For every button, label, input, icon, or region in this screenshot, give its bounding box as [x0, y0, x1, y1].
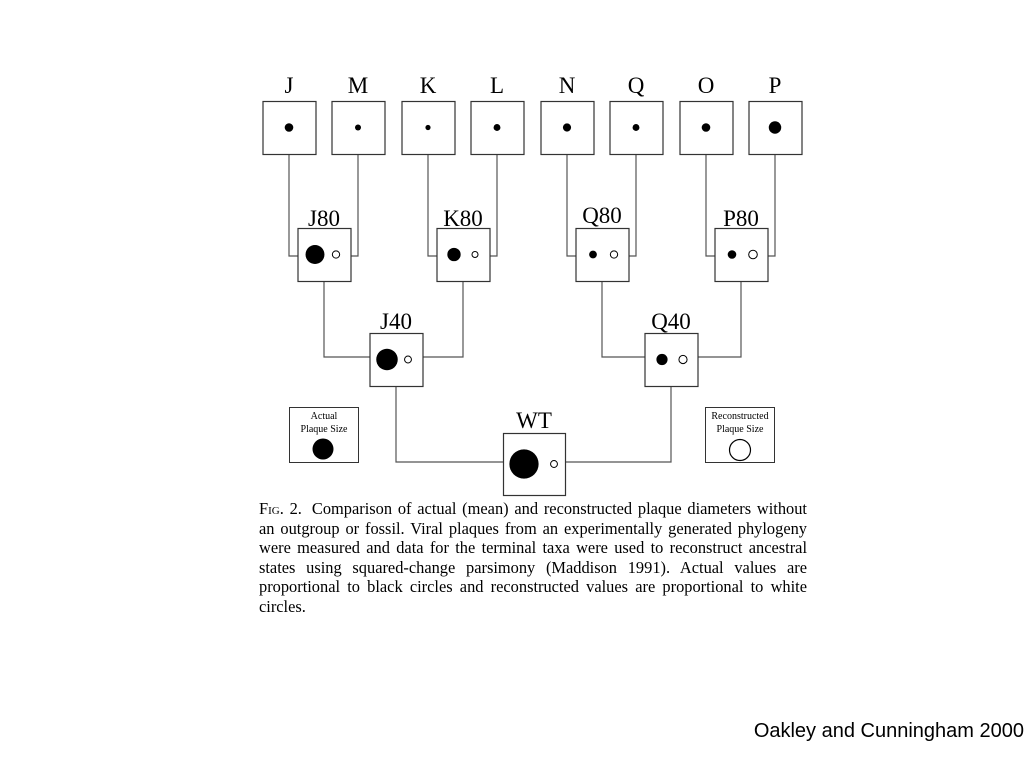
actual-plaque-circle	[425, 124, 431, 131]
node-label-q80: Q80	[582, 203, 622, 228]
node-label-q40: Q40	[651, 309, 691, 334]
actual-plaque-circle	[493, 124, 501, 131]
branch-line	[350, 154, 359, 257]
branch-line	[427, 154, 437, 257]
legend-reconstructed: Reconstructed Plaque Size	[705, 407, 775, 463]
branch-line	[288, 154, 298, 257]
actual-plaque-circle	[305, 245, 325, 264]
terminal-node-o: O	[679, 73, 734, 156]
reconstructed-plaque-circle	[609, 250, 619, 259]
branch-line	[601, 281, 645, 358]
terminal-node-k: K	[401, 73, 456, 156]
ancestral-node-p80: P80	[714, 206, 769, 283]
terminal-label-p: P	[769, 73, 782, 98]
figure-caption: Fig. 2.Comparison of actual (mean) and r…	[259, 499, 807, 616]
terminal-label-n: N	[559, 73, 576, 98]
node-box	[436, 227, 491, 283]
legend-reconstructed-line2: Plaque Size	[717, 424, 764, 435]
actual-plaque-circle	[727, 250, 737, 259]
reconstructed-plaque-circle	[331, 250, 341, 259]
terminal-label-j: J	[285, 73, 294, 98]
branch-line	[489, 154, 498, 257]
actual-plaque-circle	[656, 353, 668, 366]
actual-plaque-circle	[562, 123, 572, 132]
branch-line	[395, 386, 503, 463]
terminal-label-m: M	[348, 73, 368, 98]
actual-plaque-circle	[284, 123, 294, 132]
branch-line	[422, 281, 464, 358]
legend-actual-circle	[312, 438, 334, 460]
citation-credit: Oakley and Cunningham 2000	[753, 720, 1024, 742]
branch-line	[566, 154, 576, 257]
terminal-label-q: Q	[628, 73, 645, 98]
node-box	[714, 227, 769, 283]
node-label-wt: WT	[516, 408, 552, 433]
terminal-node-p: P	[748, 73, 803, 156]
reconstructed-plaque-circle	[678, 354, 688, 365]
terminal-label-l: L	[490, 73, 504, 98]
node-label-k80: K80	[443, 206, 483, 231]
actual-plaque-circle	[632, 124, 640, 131]
node-label-j40: J40	[380, 309, 412, 334]
ancestral-node-wt: WT	[502, 408, 567, 497]
ancestral-node-j40: J40	[369, 309, 424, 388]
node-box	[644, 332, 699, 388]
actual-plaque-circle	[589, 250, 597, 259]
reconstructed-plaque-circle	[748, 249, 758, 260]
branch-line	[697, 281, 742, 358]
actual-plaque-circle	[768, 121, 782, 134]
actual-plaque-circle	[447, 247, 461, 262]
ancestral-node-j80: J80	[297, 206, 352, 283]
actual-plaque-circle	[376, 348, 398, 371]
reconstructed-plaque-circle	[404, 355, 412, 364]
ancestral-node-q40: Q40	[644, 309, 699, 388]
terminal-node-m: M	[331, 73, 386, 156]
terminal-node-l: L	[470, 73, 525, 156]
actual-plaque-circle	[509, 449, 539, 479]
actual-plaque-circle	[701, 123, 711, 132]
node-label-j80: J80	[308, 206, 340, 231]
branch-line	[323, 281, 370, 358]
legend-actual: Actual Plaque Size	[289, 407, 359, 463]
terminal-label-o: O	[698, 73, 715, 98]
ancestral-node-q80: Q80	[575, 203, 630, 283]
legend-actual-line1: Actual	[311, 411, 338, 422]
actual-plaque-circle	[354, 124, 362, 131]
node-label-p80: P80	[723, 206, 759, 231]
terminal-node-n: N	[540, 73, 595, 156]
figure-caption-label: Fig. 2.	[259, 499, 302, 518]
branch-line	[628, 154, 637, 257]
node-box	[575, 227, 630, 283]
ancestral-node-k80: K80	[436, 206, 491, 283]
tree-branches	[288, 154, 776, 463]
legend-reconstructed-line1: Reconstructed	[711, 411, 768, 422]
figure-caption-text: Comparison of actual (mean) and reconstr…	[259, 499, 807, 616]
branch-line	[705, 154, 715, 257]
branch-line	[767, 154, 776, 257]
reconstructed-plaque-circle	[471, 250, 479, 259]
legend-reconstructed-circle	[728, 438, 752, 462]
legend-actual-line2: Plaque Size	[301, 424, 348, 435]
branch-line	[565, 386, 672, 463]
terminal-node-j: J	[262, 73, 317, 156]
terminal-label-k: K	[420, 73, 437, 98]
terminal-node-q: Q	[609, 73, 664, 156]
reconstructed-plaque-circle	[550, 460, 558, 468]
